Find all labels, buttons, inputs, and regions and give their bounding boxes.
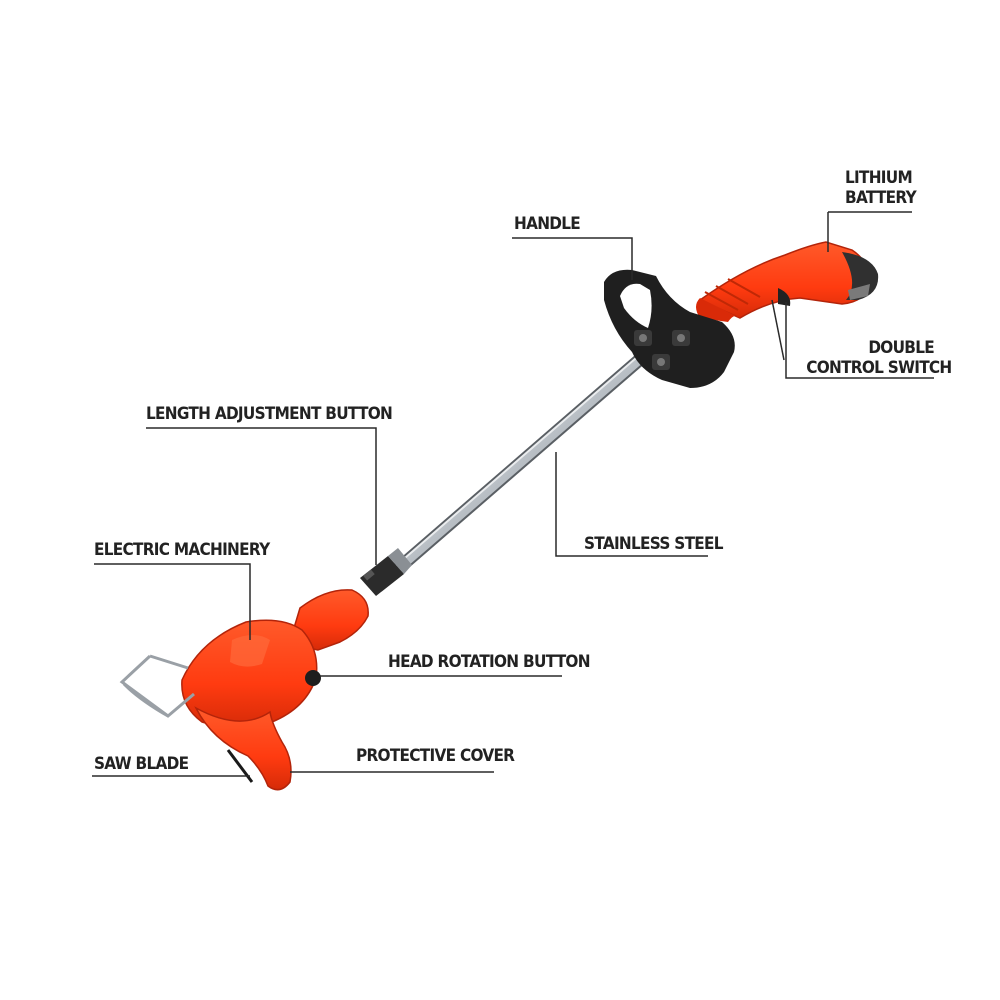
lithium-battery-pack bbox=[842, 252, 879, 300]
label-electric-machinery: ELECTRIC MACHINERY bbox=[94, 540, 270, 560]
leader-double-control-switch-2 bbox=[771, 299, 785, 361]
label-stainless-steel: STAINLESS STEEL bbox=[584, 534, 724, 554]
d-handle bbox=[604, 269, 735, 388]
label-lithium-battery-line1: LITHIUM bbox=[845, 168, 913, 188]
label-length-adjustment-button: LENGTH ADJUSTMENT BUTTON bbox=[146, 404, 393, 424]
leader-electric-machinery bbox=[94, 563, 251, 640]
leader-length-adjustment bbox=[146, 427, 377, 565]
rear-grip-housing bbox=[696, 241, 871, 322]
leader-handle bbox=[512, 237, 633, 280]
label-lithium-battery-line2: BATTERY bbox=[845, 188, 917, 208]
label-head-rotation-button: HEAD ROTATION BUTTON bbox=[388, 652, 591, 672]
length-adjustment-collar bbox=[360, 548, 412, 596]
callout-leaders bbox=[92, 211, 934, 777]
leader-stainless-steel bbox=[555, 452, 708, 557]
label-saw-blade: SAW BLADE bbox=[94, 754, 189, 774]
protective-cover bbox=[194, 706, 292, 791]
double-control-switch bbox=[778, 288, 791, 306]
electric-motor-housing bbox=[181, 589, 369, 728]
label-double-control-switch-line1: DOUBLE bbox=[868, 338, 934, 358]
label-protective-cover: PROTECTIVE COVER bbox=[356, 746, 515, 766]
label-lithium-battery: LITHIUM BATTERY bbox=[845, 168, 917, 208]
leader-double-control-switch bbox=[785, 302, 934, 379]
label-handle: HANDLE bbox=[514, 214, 581, 234]
label-double-control-switch-line2: CONTROL SWITCH bbox=[806, 358, 952, 378]
label-double-control-switch: DOUBLE CONTROL SWITCH bbox=[806, 338, 952, 378]
stainless-steel-shaft bbox=[378, 348, 652, 587]
